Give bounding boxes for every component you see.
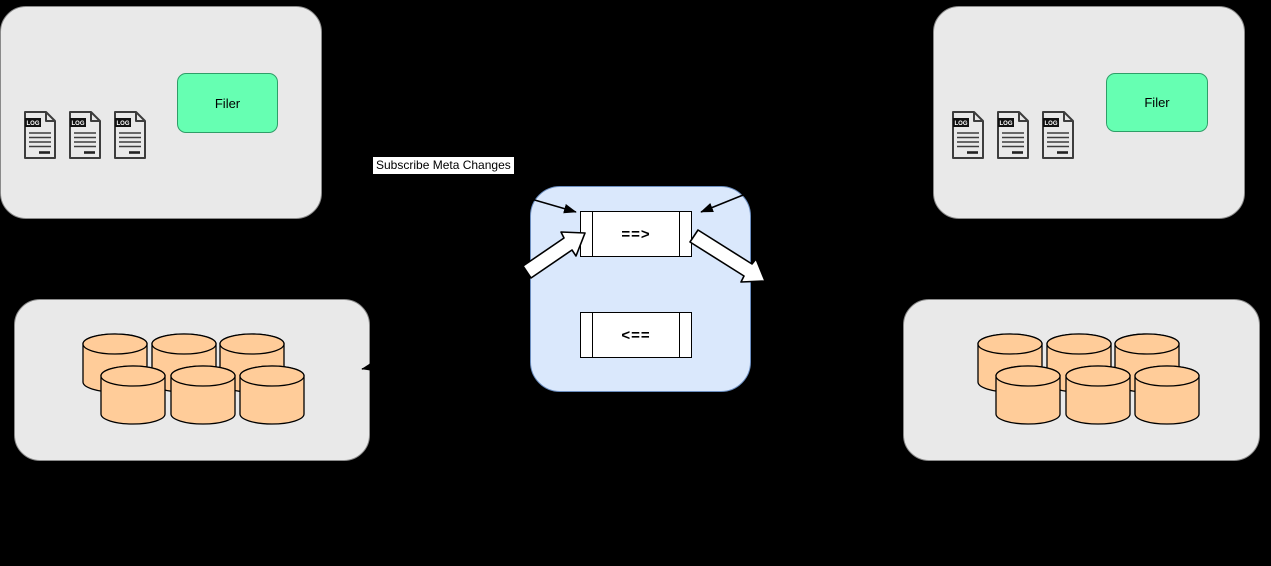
queue-backward-label: <== <box>621 326 651 344</box>
volume-cylinder-icon <box>1134 365 1200 425</box>
log-icon-label: LOG <box>1045 121 1058 127</box>
log-files-left: LOG LOG LOG <box>23 111 147 159</box>
queue-backward: <== <box>580 312 692 358</box>
log-file-icon: LOG <box>997 111 1029 159</box>
log-files-right: LOG LOG LOG <box>951 111 1075 159</box>
log-icon-label: LOG <box>27 121 40 127</box>
volume-cylinders-left <box>82 333 305 425</box>
log-file-icon: LOG <box>24 111 56 159</box>
datacenter-box-right: LOG LOG LOG <box>933 6 1245 219</box>
log-icon-label: LOG <box>117 121 130 127</box>
filer-label: Filer <box>214 95 241 111</box>
queue-forward: ==> <box>580 211 692 257</box>
subscribe-meta-changes-label: Subscribe Meta Changes <box>373 157 514 174</box>
message-queue-panel: ==> <== <box>530 186 751 392</box>
volume-cylinder-icon <box>100 365 166 425</box>
log-file-icon: LOG <box>69 111 101 159</box>
volume-cylinders-right <box>977 333 1200 425</box>
log-file-icon: LOG <box>114 111 146 159</box>
volume-box-left <box>14 299 370 461</box>
filer-node-right: Filer <box>1106 73 1208 132</box>
volume-cylinder-icon <box>239 365 305 425</box>
log-icon-label: LOG <box>955 121 968 127</box>
queue-forward-label: ==> <box>621 225 651 243</box>
arrow-to-left-volumes <box>361 332 529 372</box>
volume-cylinder-icon <box>995 365 1061 425</box>
volume-cylinder-icon <box>1065 365 1131 425</box>
log-icon-label: LOG <box>1000 121 1013 127</box>
log-file-icon: LOG <box>952 111 984 159</box>
volume-cylinder-icon <box>170 365 236 425</box>
filer-label: Filer <box>1144 95 1170 110</box>
datacenter-box-left: LOG LOG LOG <box>0 6 322 219</box>
filer-node-left: Filer <box>177 73 278 133</box>
log-file-icon: LOG <box>1042 111 1074 159</box>
volume-box-right <box>903 299 1260 461</box>
log-icon-label: LOG <box>72 121 85 127</box>
